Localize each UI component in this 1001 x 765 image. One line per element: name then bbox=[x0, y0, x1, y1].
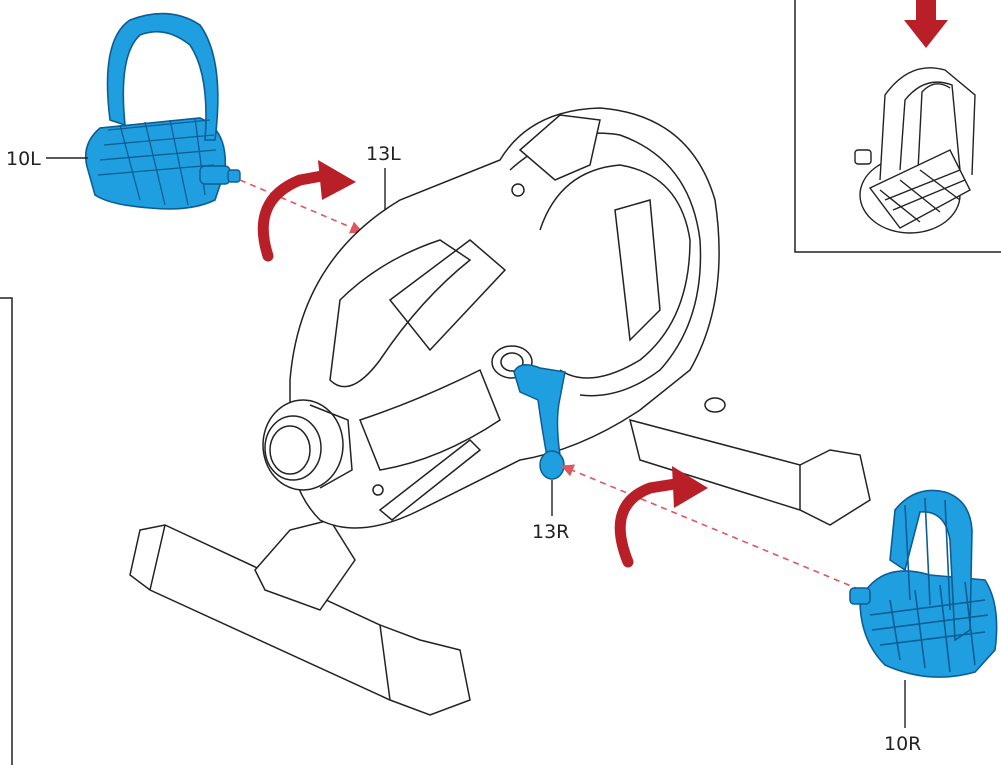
crank-13r bbox=[513, 364, 566, 480]
label-13r: 13R bbox=[532, 521, 569, 543]
pedal-10r bbox=[849, 489, 998, 678]
guide-line-right bbox=[560, 464, 881, 599]
guide-line-left bbox=[239, 179, 364, 234]
left-frame-line bbox=[0, 297, 13, 765]
detail-inset bbox=[794, 0, 1001, 253]
label-10l: 10L bbox=[6, 148, 41, 170]
rotate-arrow-icon bbox=[614, 466, 708, 568]
rotate-arrow-icon bbox=[257, 160, 356, 262]
inset-pedal-drawing bbox=[854, 67, 976, 234]
label-10r: 10R bbox=[884, 733, 921, 755]
label-13l: 13L bbox=[366, 143, 401, 165]
bike-body bbox=[129, 107, 871, 716]
pedal-10l bbox=[84, 12, 241, 210]
down-arrow-icon bbox=[904, 0, 948, 48]
